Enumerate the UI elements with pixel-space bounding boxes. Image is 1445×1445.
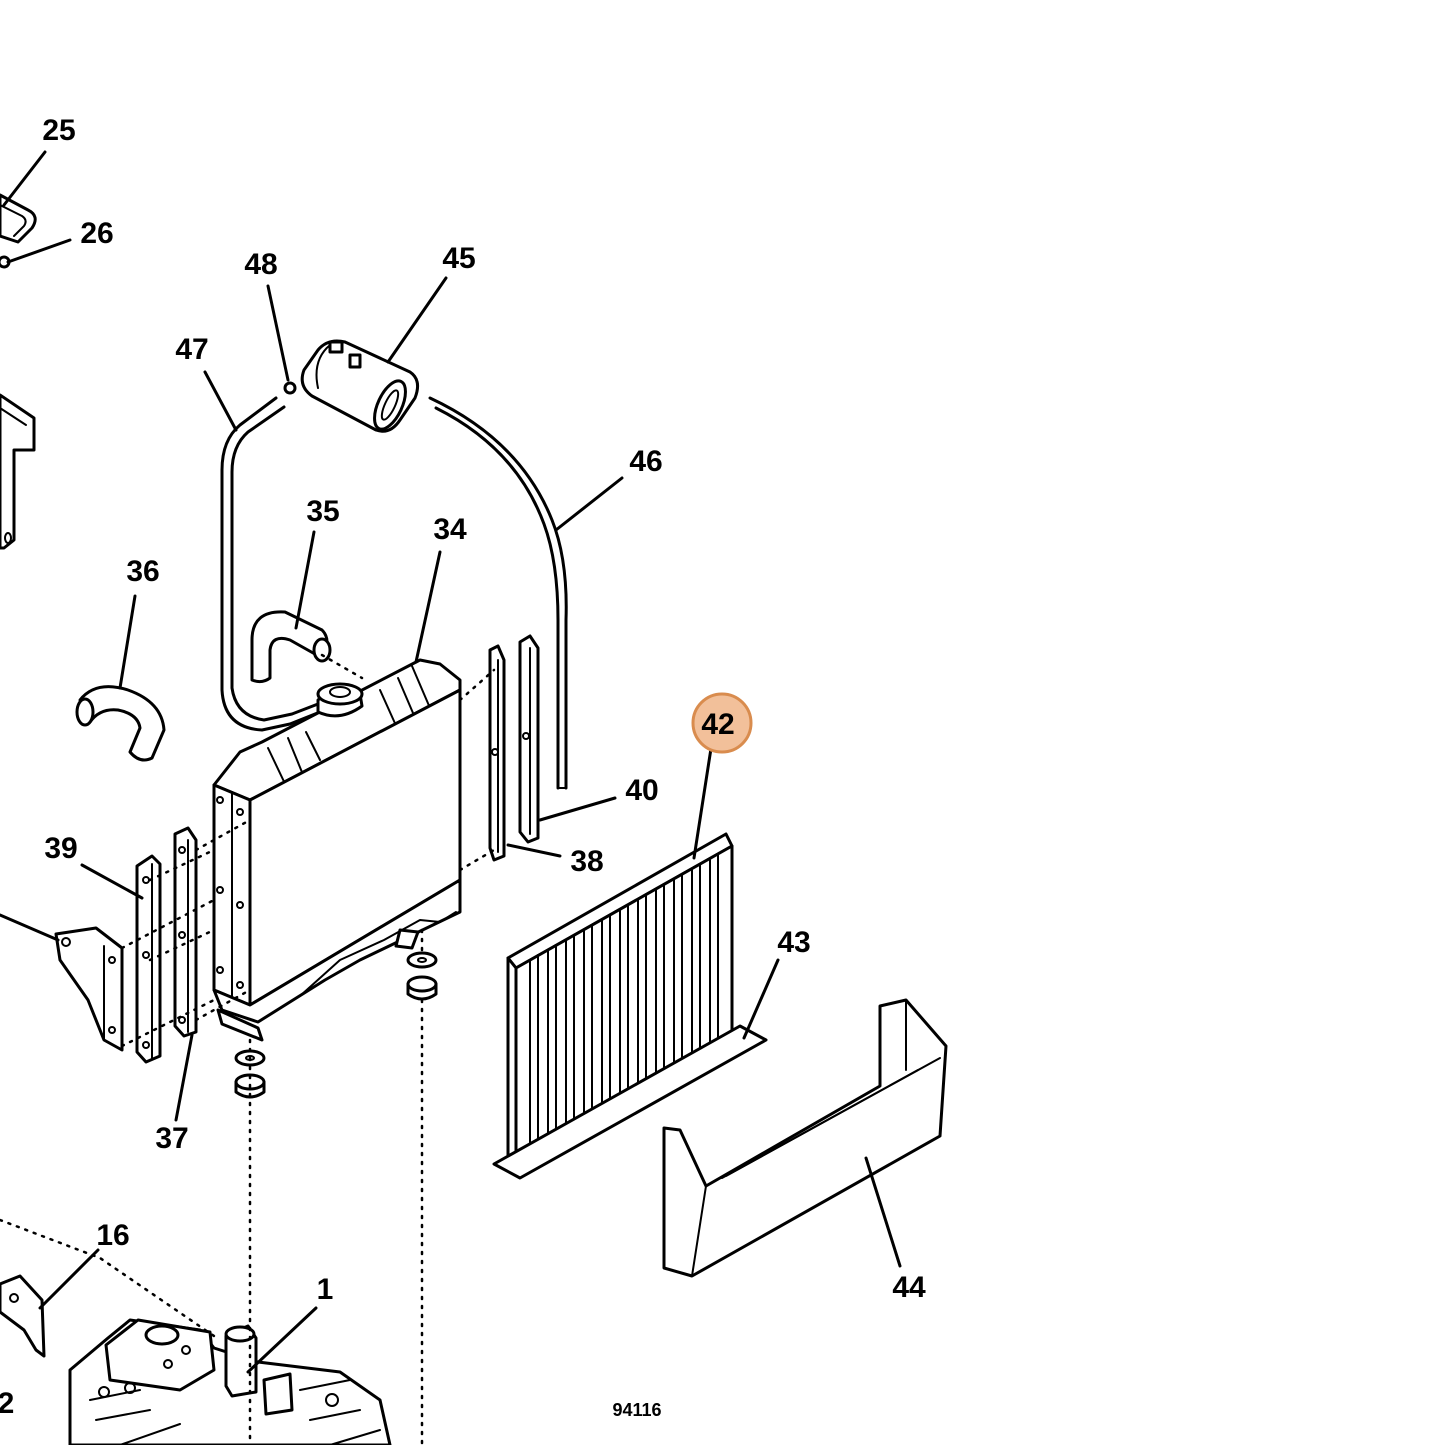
callout-45[interactable]: 45 [442, 242, 475, 275]
callout-35[interactable]: 35 [306, 495, 339, 528]
side-rail-37 [173, 826, 198, 1038]
callout-2[interactable]: 2 [0, 1387, 14, 1420]
hose-47 [220, 396, 322, 732]
assembly-lines [0, 653, 496, 1445]
part-25-bracket [0, 193, 37, 269]
callout-40[interactable]: 40 [625, 774, 658, 807]
hose-46 [428, 396, 568, 790]
callout-1[interactable]: 1 [317, 1273, 334, 1306]
side-rail-39 [135, 854, 162, 1064]
radiator-34 [212, 658, 462, 1042]
shroud-44 [662, 998, 948, 1278]
callout-labels: 25 26 48 45 47 46 35 34 36 42 40 39 38 4… [0, 114, 926, 1420]
side-rail-38 [488, 644, 506, 862]
mount-bracket-16 [0, 1274, 46, 1358]
callout-34[interactable]: 34 [433, 513, 467, 546]
drawing-number: 94116 [612, 1400, 661, 1420]
callout-37[interactable]: 37 [155, 1122, 188, 1155]
engine-partial [68, 1318, 392, 1445]
callout-38[interactable]: 38 [570, 845, 603, 878]
overflow-tank [283, 339, 420, 433]
upper-hose-35 [250, 610, 332, 684]
callout-25[interactable]: 25 [42, 114, 75, 147]
left-panel-partial [0, 393, 36, 550]
callout-44[interactable]: 44 [892, 1271, 926, 1304]
callout-46[interactable]: 46 [629, 445, 662, 478]
callout-26[interactable]: 26 [80, 217, 113, 250]
leader-lines [0, 150, 902, 1374]
callout-39[interactable]: 39 [44, 832, 77, 865]
lower-hose-36 [75, 685, 166, 762]
callout-16[interactable]: 16 [96, 1219, 129, 1252]
callout-43[interactable]: 43 [777, 926, 810, 959]
callout-36[interactable]: 36 [126, 555, 159, 588]
grille-42 [492, 832, 768, 1180]
callout-48[interactable]: 48 [244, 248, 277, 281]
callout-42[interactable]: 42 [701, 708, 734, 741]
isolator-right [406, 951, 438, 1001]
callout-42-highlight [691, 692, 753, 754]
side-rail-40 [518, 634, 540, 844]
mount-bracket-left [54, 926, 124, 1052]
callout-47[interactable]: 47 [175, 333, 208, 366]
